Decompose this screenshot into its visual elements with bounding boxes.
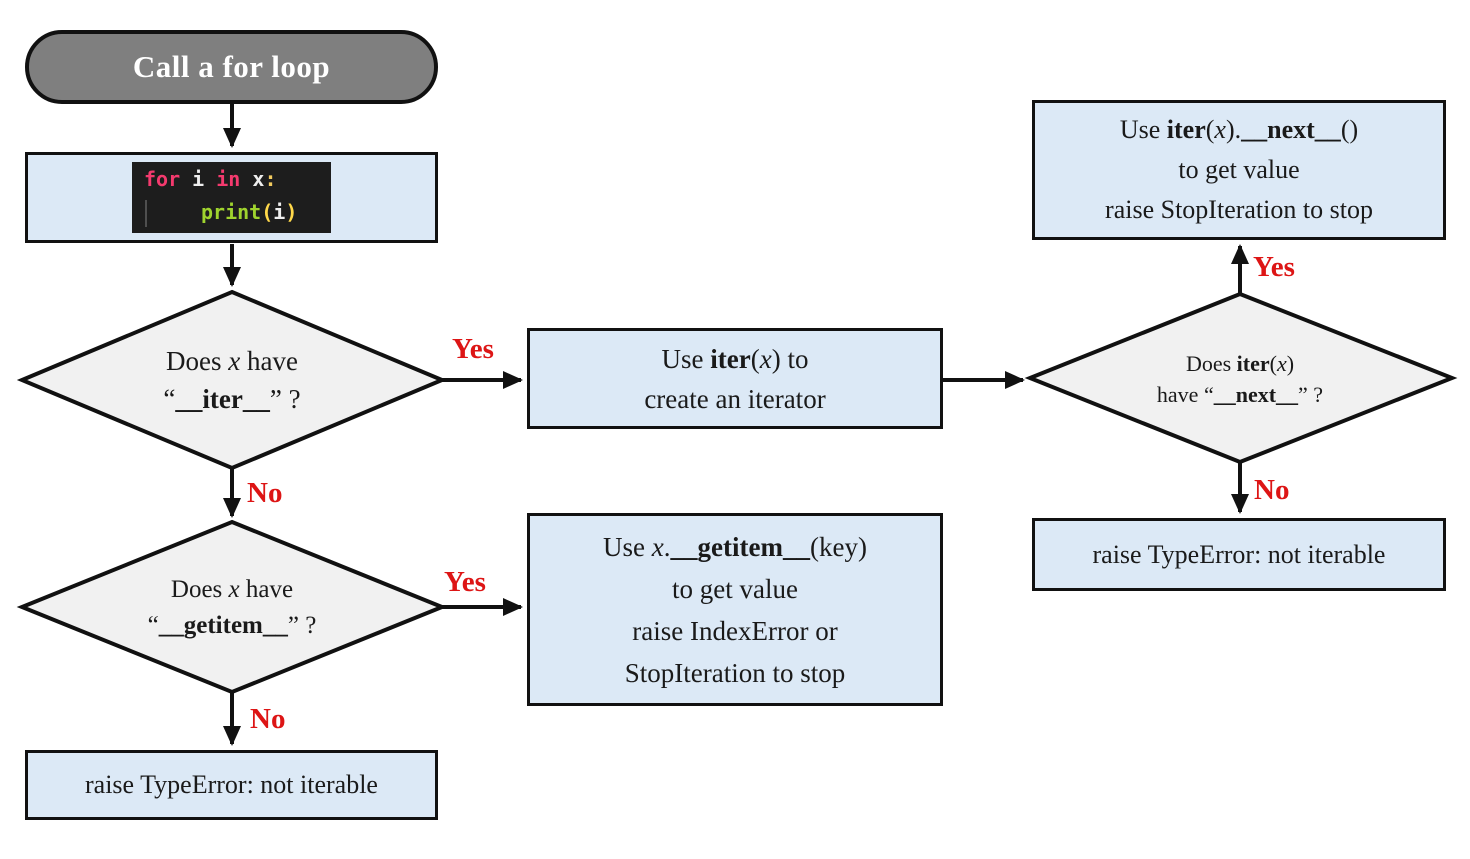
indent-guide-line bbox=[145, 200, 147, 227]
process-getitem-value-line1: Use x.__getitem__(key) bbox=[603, 531, 867, 562]
var-x: x bbox=[1214, 115, 1226, 144]
method-getitem: __getitem__ bbox=[158, 612, 288, 639]
decision-has-iter-line2: “__iter__” ? bbox=[163, 384, 301, 414]
var-x: x bbox=[759, 343, 772, 374]
process-use-iter-line2: create an iterator bbox=[644, 383, 826, 414]
start-node: Call a for loop bbox=[25, 30, 438, 104]
code-token-i: i bbox=[180, 167, 217, 191]
decision-has-getitem: Does x have “__getitem__” ? bbox=[72, 562, 392, 654]
var-x: x bbox=[1276, 351, 1287, 376]
start-node-label: Call a for loop bbox=[132, 49, 331, 84]
code-token-colon: : bbox=[264, 167, 277, 191]
edge-label-next-no: No bbox=[1254, 474, 1290, 506]
fn-iter: iter bbox=[710, 343, 751, 374]
fn-iter: iter bbox=[1236, 351, 1270, 376]
decision-has-iter: Does x have “__iter__” ? bbox=[72, 330, 392, 430]
method-next: __next__ bbox=[1213, 382, 1299, 407]
edge-label-next-yes: Yes bbox=[1253, 251, 1295, 283]
code-token-in: in bbox=[216, 167, 241, 191]
decision-has-next-line1: Does iter(x) bbox=[1185, 351, 1295, 376]
process-next-value: Use iter(x).__next__() to get value rais… bbox=[1032, 100, 1446, 240]
code-editor-snippet: for i in x: print(i) bbox=[132, 162, 331, 233]
code-token-close-paren: ) bbox=[285, 200, 298, 224]
code-line-1: for i in x: bbox=[132, 162, 331, 196]
code-token-open-paren: ( bbox=[261, 200, 274, 224]
process-use-iter: Use iter(x) to create an iterator bbox=[527, 328, 943, 429]
edge-label-getitem-yes: Yes bbox=[444, 566, 486, 598]
process-getitem-value-line3: raise IndexError or bbox=[632, 615, 838, 646]
code-token-arg-i: i bbox=[273, 200, 286, 224]
decision-has-next: Does iter(x) have “__next__” ? bbox=[1095, 340, 1385, 418]
fn-iter: iter bbox=[1166, 115, 1206, 144]
var-x: x bbox=[228, 346, 241, 376]
edge-label-iter-no: No bbox=[247, 477, 283, 509]
process-next-value-line3: raise StopIteration to stop bbox=[1105, 195, 1373, 224]
decision-has-iter-shape bbox=[16, 289, 448, 471]
decision-has-iter-line1: Does x have bbox=[166, 346, 298, 376]
var-x: x bbox=[228, 576, 240, 603]
decision-has-next-line2: have “__next__” ? bbox=[1156, 382, 1324, 407]
decision-has-getitem-line2: “__getitem__” ? bbox=[147, 612, 317, 639]
terminal-typeerror-not-iterable-left: raise TypeError: not iterable bbox=[25, 750, 438, 820]
process-next-value-line2: to get value bbox=[1178, 155, 1300, 184]
method-iter: __iter__ bbox=[175, 384, 270, 414]
decision-has-getitem-line1: Does x have bbox=[170, 576, 294, 603]
process-getitem-value-line4: StopIteration to stop bbox=[624, 657, 846, 688]
process-getitem-value-line2: to get value bbox=[672, 573, 798, 604]
code-token-print: print bbox=[201, 200, 262, 224]
method-next: __next__ bbox=[1241, 115, 1341, 144]
edge-label-getitem-no: No bbox=[250, 703, 286, 735]
decision-has-getitem-shape bbox=[16, 519, 448, 695]
var-x: x bbox=[651, 531, 664, 562]
process-next-value-line1: Use iter(x).__next__() bbox=[1119, 115, 1359, 144]
code-line-2: print(i) bbox=[132, 196, 331, 229]
process-getitem-value: Use x.__getitem__(key) to get value rais… bbox=[527, 513, 943, 706]
code-node: for i in x: print(i) bbox=[25, 152, 438, 243]
process-use-iter-line1: Use iter(x) to bbox=[661, 343, 809, 374]
decision-has-next-shape bbox=[1024, 291, 1458, 465]
code-token-x: x bbox=[240, 167, 265, 191]
terminal-typeerror-not-iterable-right: raise TypeError: not iterable bbox=[1032, 518, 1446, 591]
edge-label-iter-yes: Yes bbox=[452, 333, 494, 365]
method-getitem: __getitem__ bbox=[670, 531, 810, 562]
code-token-for: for bbox=[144, 167, 181, 191]
